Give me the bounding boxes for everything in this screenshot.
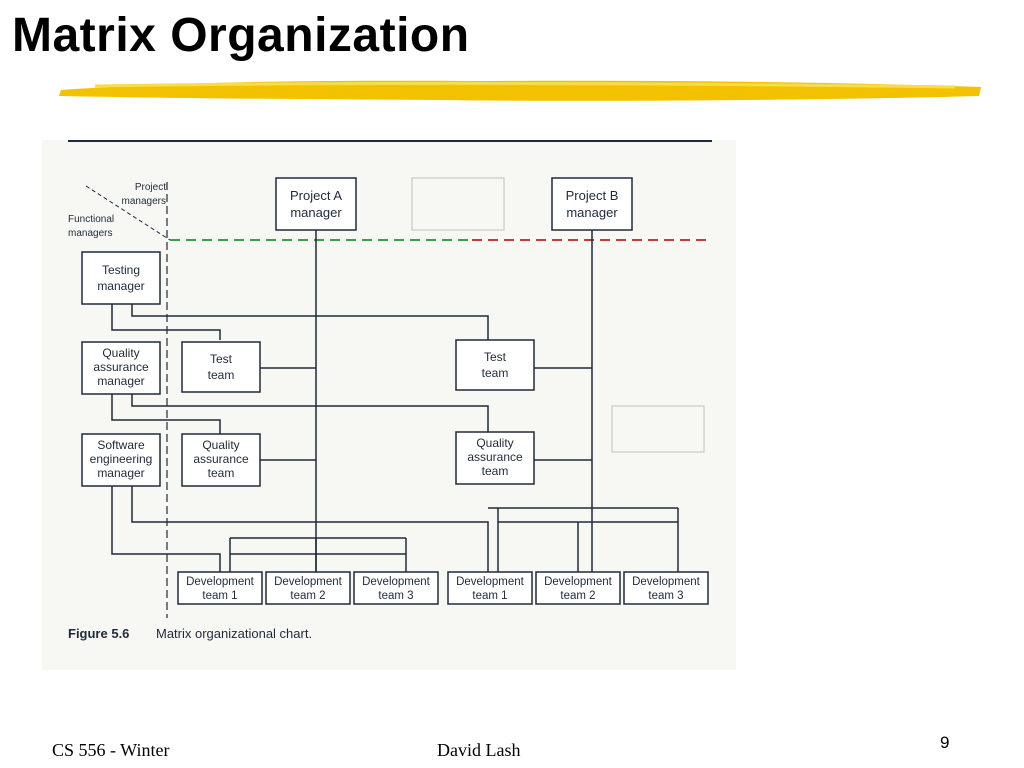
test-team-a-box: [181, 341, 261, 393]
se-manager-line2: engineering: [90, 452, 153, 466]
dev-team-a1-line1: Development: [186, 576, 255, 588]
link-se-to-dev-a: [111, 486, 221, 572]
axis-label-functional-2: managers: [68, 228, 112, 239]
project-b-manager-line2: manager: [566, 205, 618, 220]
qa-team-b-box: [455, 431, 535, 485]
qa-team-b-line3: team: [482, 464, 509, 478]
dev-team-a3-line1: Development: [362, 576, 431, 588]
dev-team-a3-line2: team 3: [378, 590, 413, 602]
dev-team-b3-line1: Development: [632, 576, 701, 588]
test-team-b-line2: team: [482, 366, 509, 380]
axis-label-project-1: Project: [135, 182, 166, 193]
axis-label-project-2: managers: [122, 196, 166, 207]
dev-team-a1-line2: team 1: [202, 590, 237, 602]
qa-team-a-line1: Quality: [202, 438, 239, 452]
page-number: 9: [940, 733, 950, 752]
test-team-b-line1: Test: [484, 350, 507, 364]
qa-manager-line3: manager: [97, 374, 144, 388]
testing-manager-line1: Testing: [102, 263, 140, 277]
axis-diagonal: [85, 185, 171, 241]
dev-team-b2-box: [535, 571, 621, 605]
figure-caption-label: Figure 5.6: [68, 626, 129, 641]
qa-team-b-line2: assurance: [467, 450, 523, 464]
test-team-a-line1: Test: [210, 352, 233, 366]
slide-title: Matrix Organization: [12, 9, 470, 62]
link-se-to-dev-b: [131, 486, 489, 572]
link-qa-to-qateam-a: [111, 394, 221, 434]
dev-team-b2-line2: team 2: [560, 590, 595, 602]
testing-manager-box: [81, 251, 161, 305]
dev-team-a2-box: [265, 571, 351, 605]
project-a-manager-line1: Project A: [290, 188, 342, 203]
dev-team-a3-box: [353, 571, 439, 605]
qa-team-b-line1: Quality: [476, 436, 513, 450]
qa-manager-line1: Quality: [102, 346, 139, 360]
axis-label-functional-1: Functional: [68, 214, 114, 225]
ghost-box: [411, 177, 505, 231]
test-team-a-line2: team: [208, 368, 235, 382]
title-underline: [59, 80, 981, 101]
dev-team-a2-line2: team 2: [290, 590, 325, 602]
link-qa-to-qateam-b: [131, 394, 489, 434]
qa-manager-box: [81, 341, 161, 395]
project-a-manager-line2: manager: [290, 205, 342, 220]
qa-team-a-line2: assurance: [193, 452, 249, 466]
ghost-box: [611, 405, 705, 453]
dev-team-a2-line1: Development: [274, 576, 343, 588]
se-manager-box: [81, 433, 161, 487]
matrix-org-chart: Project managers Functional managers: [68, 140, 712, 641]
figure-panel: Project managers Functional managers: [42, 140, 736, 670]
footer-course: CS 556 - Winter: [52, 740, 170, 760]
link-testing-to-teams: [111, 304, 221, 340]
qa-manager-line2: assurance: [93, 360, 149, 374]
se-manager-line3: manager: [97, 466, 144, 480]
testing-manager-line2: manager: [97, 279, 144, 293]
dev-team-b1-box: [447, 571, 533, 605]
link-testing-to-testteam-b: [131, 304, 489, 340]
test-team-b-box: [455, 339, 535, 391]
dev-team-b1-line2: team 1: [472, 590, 507, 602]
dev-team-a1-box: [177, 571, 263, 605]
footer-author: David Lash: [437, 740, 521, 760]
qa-team-a-line3: team: [208, 466, 235, 480]
dev-team-b3-box: [623, 571, 709, 605]
project-a-manager-box: [275, 177, 357, 231]
se-manager-line1: Software: [97, 438, 145, 452]
dev-team-b1-line1: Development: [456, 576, 525, 588]
dev-team-b2-line1: Development: [544, 576, 613, 588]
project-b-manager-line1: Project B: [566, 188, 619, 203]
qa-team-a-box: [181, 433, 261, 487]
dev-team-b3-line2: team 3: [648, 590, 683, 602]
figure-caption-text: Matrix organizational chart.: [156, 626, 312, 641]
project-b-manager-box: [551, 177, 633, 231]
